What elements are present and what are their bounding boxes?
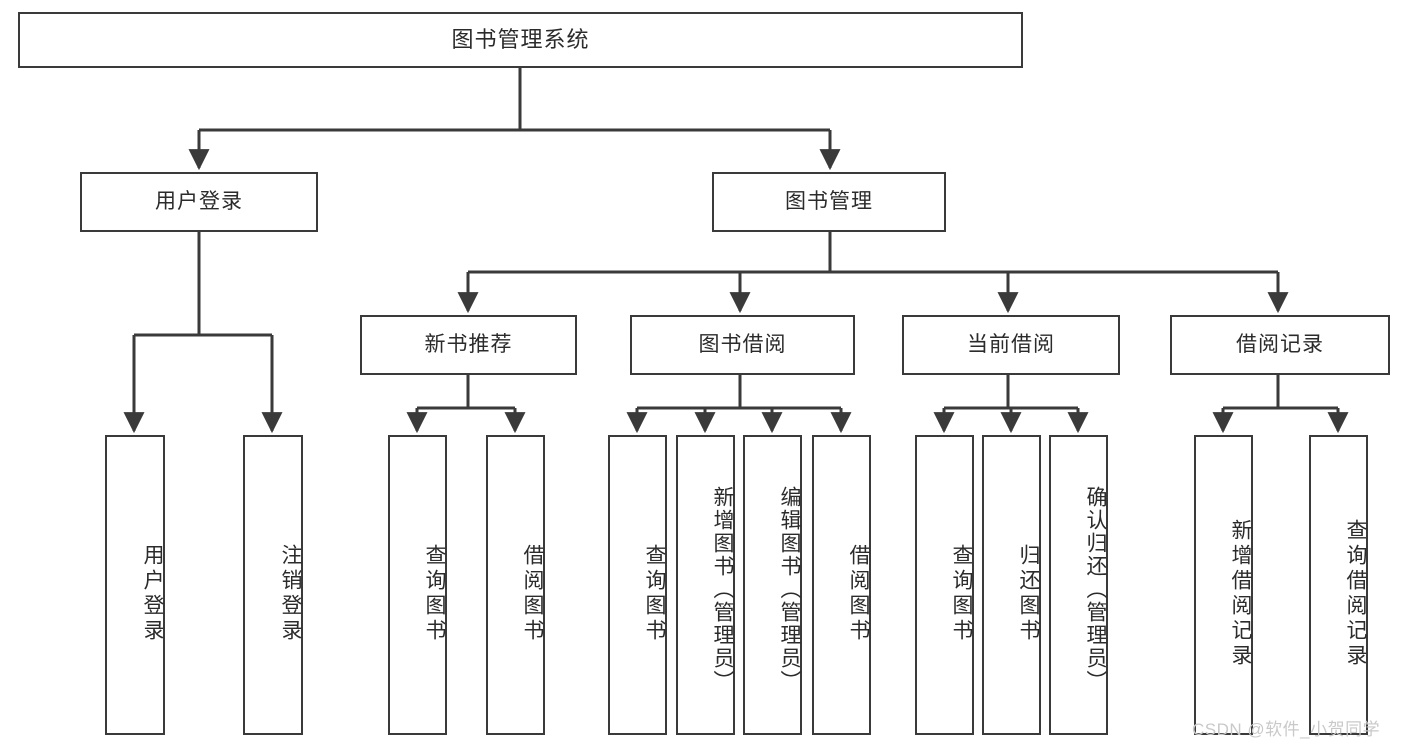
leaf-query-book-borrow[interactable]: 查询图书 [608,435,667,735]
leaf-query-borrow-record[interactable]: 查询借阅记录 [1309,435,1368,735]
node-new-book-recommend[interactable]: 新书推荐 [360,315,577,375]
leaf-logout[interactable]: 注销登录 [243,435,303,735]
leaf-return-book[interactable]: 归还图书 [982,435,1041,735]
leaf-add-borrow-record[interactable]: 新增借阅记录 [1194,435,1253,735]
node-user-login[interactable]: 用户登录 [80,172,318,232]
leaf-borrow-book-recommend[interactable]: 借阅图书 [486,435,545,735]
leaf-confirm-return-admin[interactable]: 确认归还（管理员） [1049,435,1108,735]
leaf-query-book-current[interactable]: 查询图书 [915,435,974,735]
node-book-management[interactable]: 图书管理 [712,172,946,232]
node-current-borrow[interactable]: 当前借阅 [902,315,1120,375]
leaf-add-book-admin[interactable]: 新增图书（管理员） [676,435,735,735]
leaf-edit-book-admin[interactable]: 编辑图书（管理员） [743,435,802,735]
node-borrow-record[interactable]: 借阅记录 [1170,315,1390,375]
node-root-system[interactable]: 图书管理系统 [18,12,1023,68]
leaf-user-login[interactable]: 用户登录 [105,435,165,735]
csdn-watermark: CSDN @软件_小贺同学 [1192,720,1381,739]
node-book-borrow[interactable]: 图书借阅 [630,315,855,375]
leaf-borrow-book-borrow[interactable]: 借阅图书 [812,435,871,735]
leaf-query-book-recommend[interactable]: 查询图书 [388,435,447,735]
